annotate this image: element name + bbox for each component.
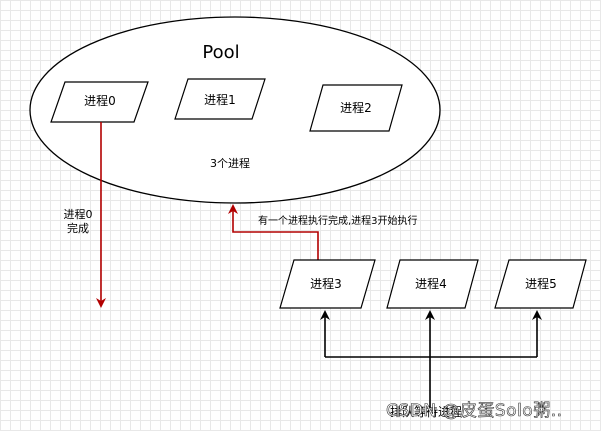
queue-label: 排队等待进程 xyxy=(390,404,462,419)
pool-title: Pool xyxy=(202,42,239,63)
pool-process-0-label: 进程0 xyxy=(84,93,116,108)
start-note: 有一个进程执行完成,进程3开始执行 xyxy=(258,214,418,227)
queue-process-3: 进程3 xyxy=(279,259,376,309)
pool-process-1-label: 进程1 xyxy=(204,92,236,107)
queue-process-3-label: 进程3 xyxy=(310,276,342,291)
pool-caption: 3个进程 xyxy=(210,157,250,170)
queue-process-5: 进程5 xyxy=(494,259,587,309)
csdn-watermark: CSDN @皮蛋Solo粥.. xyxy=(386,401,563,422)
queue-process-5-label: 进程5 xyxy=(525,276,557,291)
queue-process-4-label: 进程4 xyxy=(415,276,447,291)
queue-connectors xyxy=(320,310,542,408)
pool-process-0: 进程0 xyxy=(50,81,149,123)
process-3-enter-arrow xyxy=(228,204,319,260)
done-label-line2: 完成 xyxy=(67,221,89,235)
pool-process-2-label: 进程2 xyxy=(340,100,372,115)
queue-process-4: 进程4 xyxy=(386,259,479,309)
pool-process-1: 进程1 xyxy=(174,78,266,120)
pool-process-2: 进程2 xyxy=(309,84,403,132)
done-label-line1: 进程0 xyxy=(64,208,93,221)
